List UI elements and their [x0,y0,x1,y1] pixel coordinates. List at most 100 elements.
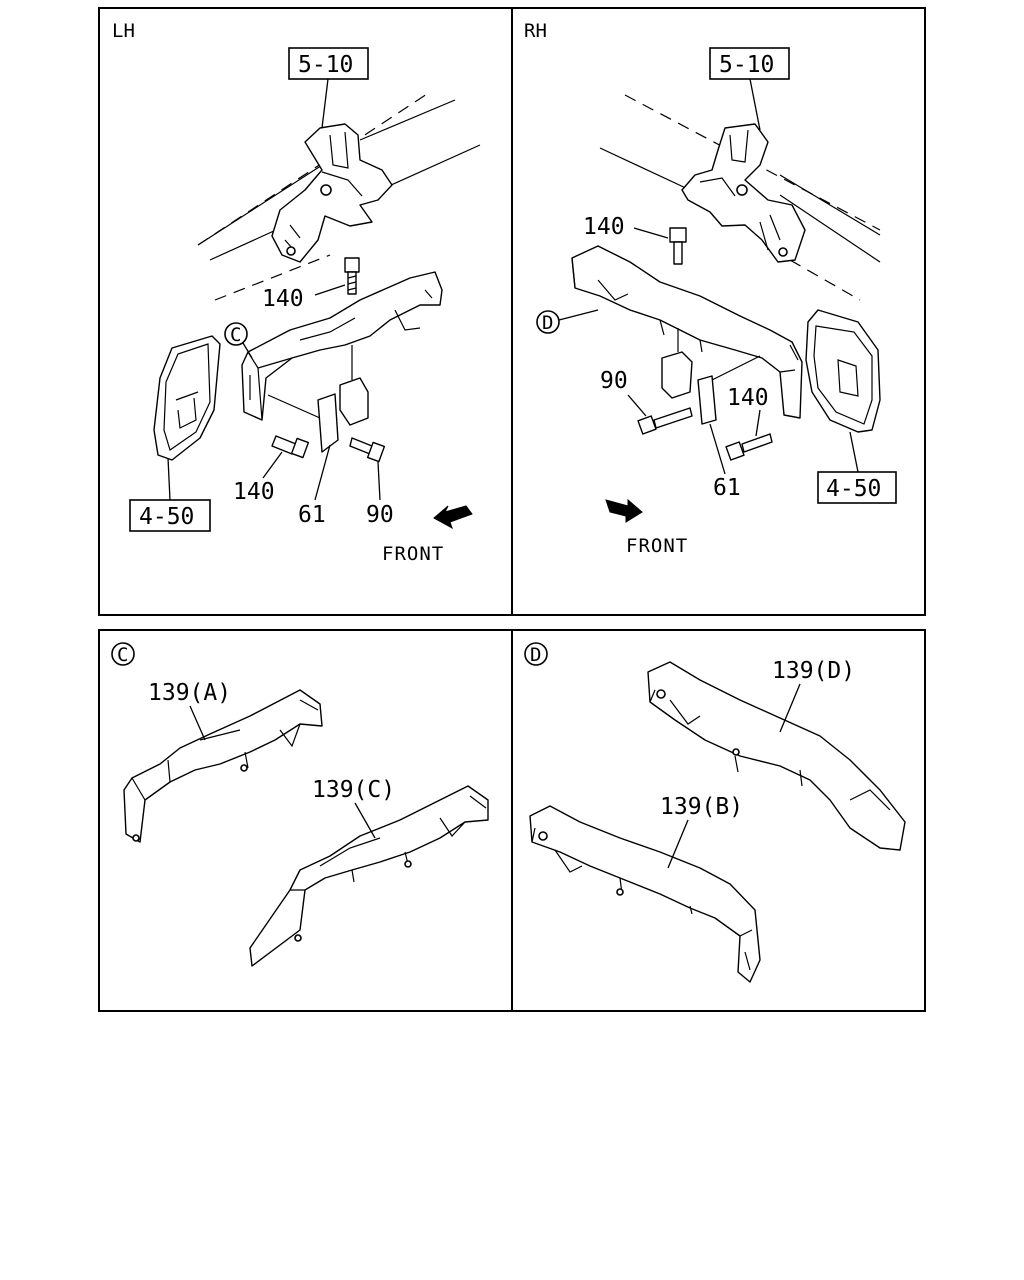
lh-bracket-61 [317,393,339,453]
rh-mount-hole [736,184,748,196]
lh-bracket-link [267,394,321,419]
rh-bracket [571,245,803,419]
detail-c-part-c-detail [290,795,487,891]
lh-part-61: 61 [298,502,326,528]
rh-engine-mount-detail [699,129,781,251]
lh-part-140-bottom-leader [262,451,283,479]
rh-mount-hole [778,247,788,257]
rh-ref-bottom: 4-50 [826,476,881,502]
detail-d-hole [656,689,666,699]
detail-d-part-b-leader [667,819,689,869]
detail-c-part-a-leader [189,705,206,741]
lh-part-140-bottom: 140 [233,479,275,505]
lh-mount-hole [286,246,296,256]
lh-callout-c-leader [242,342,253,359]
rh-rail-line [789,259,861,301]
detail-d-hole [538,831,548,841]
detail-c-hole [404,860,412,868]
lh-part-140-top-leader [314,284,346,296]
rh-bracket-link [711,355,761,381]
detail-d-part-b [529,805,761,983]
rh-callout-d-circle [536,310,560,334]
lh-title: LH [112,20,135,42]
lh-spacer [339,377,369,426]
detail-c-part-c [249,785,489,967]
detail-d-part-d-leader [779,683,801,733]
detail-c-part-a-label: 139(A) [148,680,231,706]
rh-ref-top-box [709,47,790,80]
rh-part-90: 90 [600,368,628,394]
rh-bolt-side [637,407,693,435]
lh-engine-mount-detail [284,131,363,249]
rh-rail-line [599,147,691,191]
lh-callout-c-circle [224,322,248,346]
rh-title: RH [524,20,547,42]
rh-bracket-detail [571,257,799,373]
lh-guard [153,335,221,461]
detail-d-panel: D 139(D) 139(B) [524,642,906,983]
detail-c-hole [132,834,140,842]
detail-c-part-a-detail [131,699,319,801]
detail-d-part-b-label: 139(B) [660,794,743,820]
lh-bolt-side [349,437,386,463]
rh-bolt-bottom [725,433,773,461]
lh-part-61-leader [314,444,331,501]
detail-c-part-a [123,689,323,843]
lh-ref-bottom-leader [167,457,171,501]
lh-rail-line [359,99,456,141]
rh-spacer [661,351,693,399]
rh-rail-line [779,174,881,236]
lh-bracket [241,271,443,421]
rh-bolt-top [669,227,687,265]
rh-part-140-top-leader [633,227,669,239]
detail-c-callout-circle [111,642,135,666]
rh-ref-top: 5-10 [719,52,774,78]
detail-d-part-d-label: 139(D) [772,658,855,684]
rh-callout-d-leader [558,309,599,321]
rh-front-label: FRONT [626,535,688,557]
rh-part-140-bottom: 140 [727,385,769,411]
detail-d-hole [616,888,624,896]
detail-d-part-d [647,661,906,851]
lh-ref-top: 5-10 [298,52,353,78]
lh-rail-line [379,144,481,191]
lh-part-140-top: 140 [262,286,304,312]
rh-part-61: 61 [713,475,741,501]
rh-guard-detail [813,325,873,425]
lh-callout-c: C [230,324,241,346]
lh-panel: LH 5-10 140 [112,20,481,565]
detail-d-hole [732,748,740,756]
rh-ref-top-leader [749,78,761,131]
rh-guard [805,309,881,433]
detail-c-part-c-leader [354,802,376,839]
rh-part-140-top: 140 [583,214,625,240]
detail-c-hole [294,934,302,942]
lh-ref-top-leader [321,78,329,129]
lh-rail-line [214,254,331,301]
rh-panel: RH 5-10 140 D [524,20,897,557]
rh-part-90-leader [627,394,647,417]
rh-part-61-leader [709,423,726,475]
lh-ref-bottom: 4-50 [139,504,194,530]
detail-c-callout: C [117,644,128,666]
rh-ref-bottom-box [817,471,897,504]
rh-bracket-61 [697,375,717,425]
lh-part-90: 90 [366,502,394,528]
lh-engine-mount [271,123,393,263]
detail-c-part-c-label: 139(C) [312,777,395,803]
detail-c-hole [240,764,248,772]
lh-front-arrow [433,505,473,530]
lh-front-label: FRONT [382,543,444,565]
lh-bolt-bottom [271,435,310,459]
detail-d-callout: D [530,644,541,666]
rh-front-arrow [605,498,643,523]
detail-d-part-d-detail [649,689,891,811]
lh-mount-hole [320,184,332,196]
lh-part-90-leader [377,461,381,501]
detail-d-part-b-detail [531,827,753,971]
lh-bracket-detail [247,289,433,421]
lh-ref-top-box [288,47,369,80]
rh-rail-line [779,194,881,263]
rh-ref-bottom-leader [849,431,859,473]
